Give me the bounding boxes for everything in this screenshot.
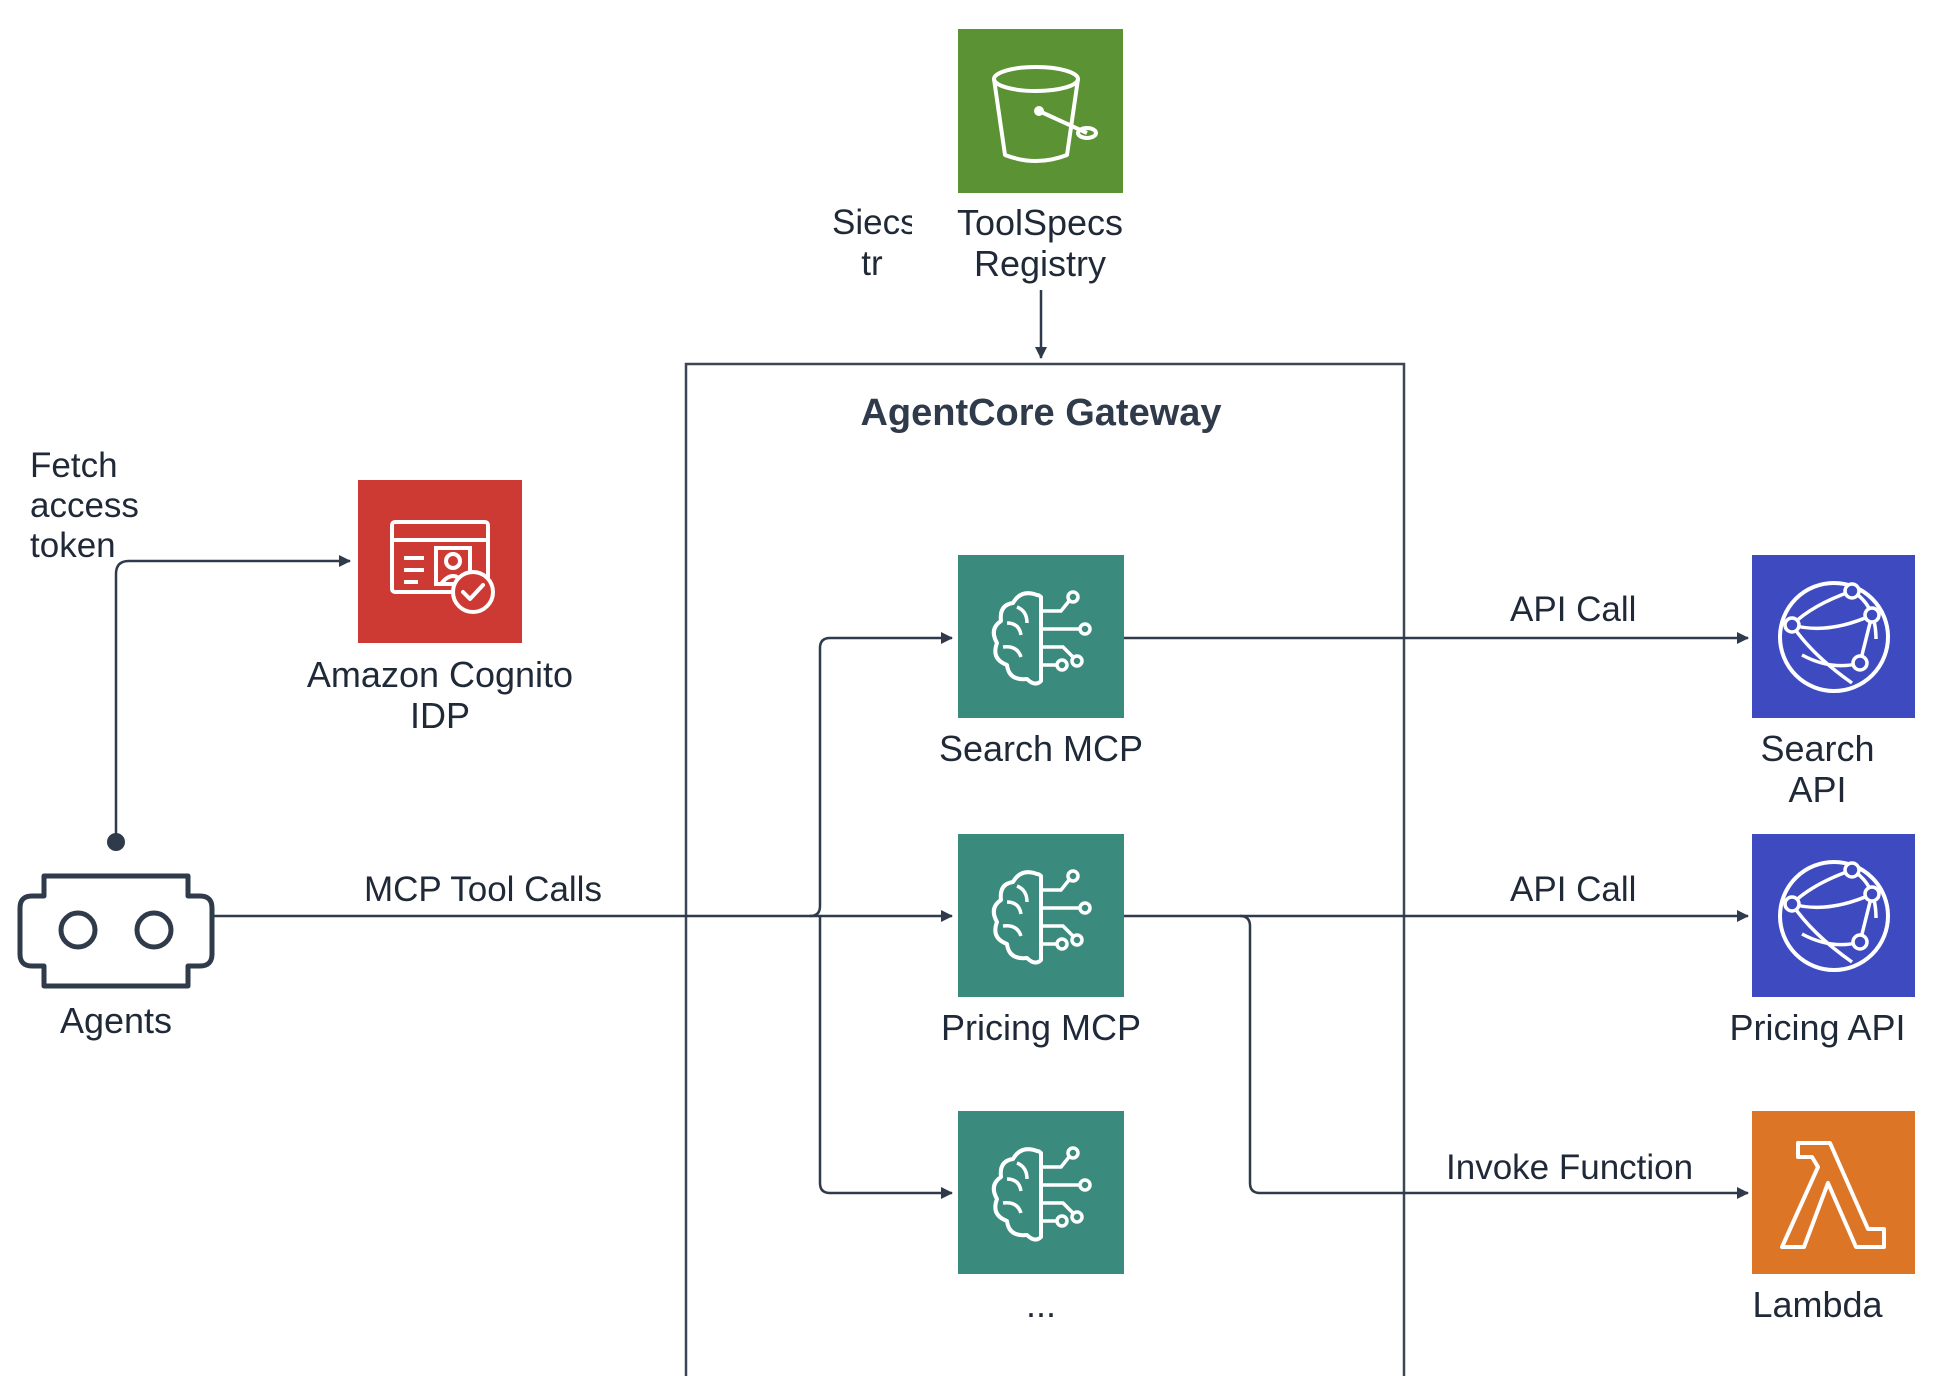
agentcore-gateway-group — [684, 362, 1406, 1376]
brain-circuit-icon — [991, 1145, 1092, 1242]
registry-label: ToolSpecs Registry — [956, 202, 1124, 284]
pricing-api-call-label: API Call — [1510, 870, 1637, 909]
pricing-api-node[interactable] — [1752, 834, 1915, 997]
search-api-call-label: API Call — [1510, 590, 1637, 629]
robot-icon — [17, 873, 215, 989]
agents-node[interactable] — [16, 870, 216, 992]
fetch-token-label: Fetch access token — [30, 446, 139, 565]
bucket-icon — [991, 65, 1098, 163]
pricing-mcp-label: Pricing MCP — [940, 1007, 1142, 1048]
cognito-label: Amazon Cognito IDP — [306, 654, 574, 736]
agents-label: Agents — [59, 1000, 173, 1041]
brain-circuit-icon — [991, 868, 1092, 965]
search-mcp-label: Search MCP — [938, 728, 1144, 769]
partial-ghost-text: Siecs tr — [832, 203, 912, 283]
pricing-api-label: Pricing API — [1729, 1007, 1906, 1048]
mcp-tool-calls-label: MCP Tool Calls — [364, 870, 602, 909]
branch-to-search-mcp-arrow — [809, 632, 953, 918]
search-api-node[interactable] — [1752, 555, 1915, 718]
agents-connection-dot — [107, 833, 125, 851]
pricing-mcp-to-lambda-arrow — [1239, 914, 1749, 1199]
invoke-function-label: Invoke Function — [1446, 1148, 1694, 1187]
other-mcp-node[interactable] — [958, 1111, 1124, 1274]
agents-to-cognito-arrow — [114, 555, 351, 842]
lambda-label: Lambda — [1752, 1284, 1883, 1325]
globe-network-icon — [1777, 859, 1890, 972]
search-api-label: Search API — [1760, 728, 1875, 810]
other-mcp-label: ... — [1025, 1284, 1056, 1325]
pricing-mcp-node[interactable] — [958, 834, 1124, 997]
group-title: AgentCore Gateway — [860, 392, 1222, 434]
lambda-icon — [1779, 1140, 1886, 1249]
registry-node[interactable] — [958, 29, 1123, 193]
search-mcp-node[interactable] — [958, 555, 1124, 718]
globe-network-icon — [1777, 580, 1890, 693]
cognito-node[interactable] — [358, 480, 522, 643]
brain-circuit-icon — [991, 589, 1092, 686]
identity-card-icon — [390, 519, 495, 614]
branch-to-other-mcp-arrow — [818, 916, 953, 1199]
lambda-node[interactable] — [1752, 1111, 1915, 1274]
